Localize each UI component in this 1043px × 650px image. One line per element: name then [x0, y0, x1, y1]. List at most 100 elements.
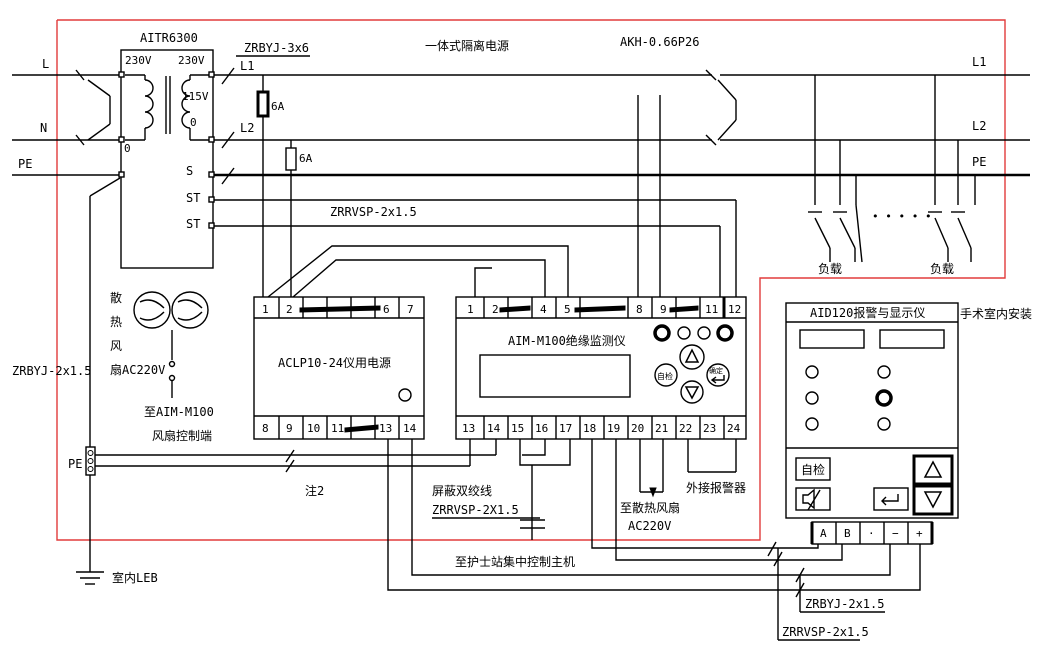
- fan-label-1: 散: [110, 290, 122, 305]
- label-line-n: N: [40, 121, 47, 135]
- fan-ctrl-2: 风扇控制端: [152, 428, 212, 443]
- label-to-fan1: 至散热风扇: [620, 500, 680, 515]
- label-bus-l2-right: L2: [972, 119, 986, 133]
- label-cable-b2: ZRRVSP-2x1.5: [782, 625, 869, 639]
- fan-ctrl-1: 至AIM-M100: [144, 405, 214, 419]
- aim-led-2: [677, 326, 691, 340]
- fan-label-4: 扇AC220V: [110, 362, 165, 377]
- aim-bottom-wires: 屏蔽双绞线 ZRRVSP-2X1.5 至散热风扇 AC220V 外接报警器 至护…: [387, 439, 921, 641]
- aclp-term-1: 1: [262, 303, 269, 316]
- label-bus-l1: L1: [240, 59, 254, 73]
- aid-down-button[interactable]: [912, 484, 954, 516]
- aim-term-8: 8: [636, 303, 643, 316]
- aim-term-23: 23: [703, 422, 716, 435]
- aclp-aim-wires: [267, 245, 569, 298]
- aclp-term-2: 2: [286, 303, 293, 316]
- aim-term-9: 9: [660, 303, 667, 316]
- label-note2: 注2: [305, 483, 324, 498]
- aim-term-17: 17: [559, 422, 572, 435]
- aid-term-dot: ·: [868, 527, 875, 540]
- aclp-term-13: 13: [379, 422, 392, 435]
- aclp-term-10: 10: [307, 422, 320, 435]
- label-to-nurse: 至护士站集中控制主机: [455, 554, 575, 569]
- aim-term-11: 11: [705, 303, 718, 316]
- aim-confirm-button[interactable]: 确定: [706, 363, 730, 387]
- fuses: 6A 6A: [256, 75, 313, 300]
- aim-term-18: 18: [583, 422, 596, 435]
- aim-term-12: 12: [728, 303, 741, 316]
- aim-term-13: 13: [462, 422, 475, 435]
- label-ext-alarm: 外接报警器: [686, 480, 746, 495]
- aim-down-button[interactable]: [680, 380, 704, 404]
- aid-term-plus: +: [916, 527, 923, 540]
- aim-title: AIM-M100绝缘监测仪: [508, 333, 626, 348]
- aclp-term-11: 11: [331, 422, 344, 435]
- label-bus-l2: L2: [240, 121, 254, 135]
- supply-boundary: [56, 19, 1006, 541]
- aim-up-button[interactable]: [679, 344, 705, 370]
- label-bus-pe-right: PE: [972, 155, 986, 169]
- label-isolation-supply: 一体式隔离电源: [425, 38, 509, 53]
- aclp-power-module: 1 2 6 7 8 9 10 11 13 14 ACLP10-24仪用电源: [253, 296, 425, 440]
- aid-term-a: A: [820, 527, 827, 540]
- label-0-right: 0: [190, 116, 197, 129]
- aid-led-4: [877, 365, 891, 379]
- aid-up-button[interactable]: [912, 454, 954, 486]
- aim-selftest-button[interactable]: 自检: [654, 363, 678, 387]
- label-room-install: 手术室内安装: [960, 306, 1032, 321]
- aid-led-5: [875, 389, 893, 407]
- aid120-alarm-display: 手术室内安装 AID120报警与显示仪 自检: [785, 302, 1032, 545]
- aid-term-minus: −: [892, 527, 899, 540]
- label-term-st2: ST: [186, 217, 200, 231]
- label-to-fan2: AC220V: [628, 519, 671, 533]
- aid-mute-button[interactable]: [795, 487, 831, 511]
- aim-term-14: 14: [487, 422, 501, 435]
- aid-led-3: [805, 417, 819, 431]
- aim-term-19: 19: [607, 422, 620, 435]
- aid-led-6: [877, 417, 891, 431]
- aclp-term-6: 6: [383, 303, 390, 316]
- label-230v-left: 230V: [125, 54, 152, 67]
- aid-selftest-button[interactable]: 自检: [795, 457, 831, 481]
- aid-led-1: [805, 365, 819, 379]
- label-cable-st: ZRRVSP-2x1.5: [330, 205, 417, 219]
- aid-selftest-label: 自检: [801, 462, 825, 477]
- label-bus-l1-right: L1: [972, 55, 986, 69]
- aclp-term-8: 8: [262, 422, 269, 435]
- label-term-s: S: [186, 164, 193, 178]
- aclp-term-7: 7: [407, 303, 414, 316]
- label-leb: 室内LEB: [112, 570, 158, 585]
- aid-term-b: B: [844, 527, 851, 540]
- label-fuse1: 6A: [271, 100, 285, 113]
- aim-term-4: 4: [540, 303, 547, 316]
- aim-confirm-label: 确定: [709, 366, 723, 375]
- grounding: ZRBYJ-2x1.5 PE 注2 室内LEB: [12, 364, 496, 585]
- label-cable-b1: ZRBYJ-2x1.5: [805, 597, 884, 611]
- aim-term-5: 5: [564, 303, 571, 316]
- label-line-pe: PE: [18, 157, 32, 171]
- cooling-fans: 散 热 风 扇AC220V 至AIM-M100 风扇控制端: [110, 290, 214, 443]
- aim-term-20: 20: [631, 422, 644, 435]
- aim-selftest-label: 自检: [657, 371, 673, 381]
- aclp-title: ACLP10-24仪用电源: [278, 356, 391, 370]
- aid-display-right: [879, 329, 945, 349]
- aclp-term-14: 14: [403, 422, 417, 435]
- label-fuse2: 6A: [299, 152, 313, 165]
- loads: 负载 • • • • • 负载: [808, 75, 976, 276]
- label-cable-top: ZRBYJ-3x6: [244, 41, 309, 55]
- label-230v-right: 230V: [178, 54, 205, 67]
- aim-term-24: 24: [727, 422, 741, 435]
- label-dots: • • • • •: [872, 210, 932, 223]
- aim-term-1: 1: [467, 303, 474, 316]
- label-twisted-cable: ZRRVSP-2X1.5: [432, 503, 519, 517]
- aid-enter-button[interactable]: [873, 487, 909, 511]
- fan-label-2: 热: [110, 315, 122, 329]
- label-term-st1: ST: [186, 191, 200, 205]
- label-pe-left: PE: [68, 457, 82, 471]
- aim-m100-monitor: 1 2 4 5 8 9 11 12 13 14 15 16 17 18 19 2…: [455, 296, 747, 440]
- aim-led-4: [716, 324, 734, 342]
- aim-led-1: [653, 324, 671, 342]
- label-115v: 115V: [182, 90, 209, 103]
- main-buses: ZRBYJ-3x6 L1 L2 一体式隔离电源 AKH-0.66P26 L1 L…: [214, 35, 1030, 300]
